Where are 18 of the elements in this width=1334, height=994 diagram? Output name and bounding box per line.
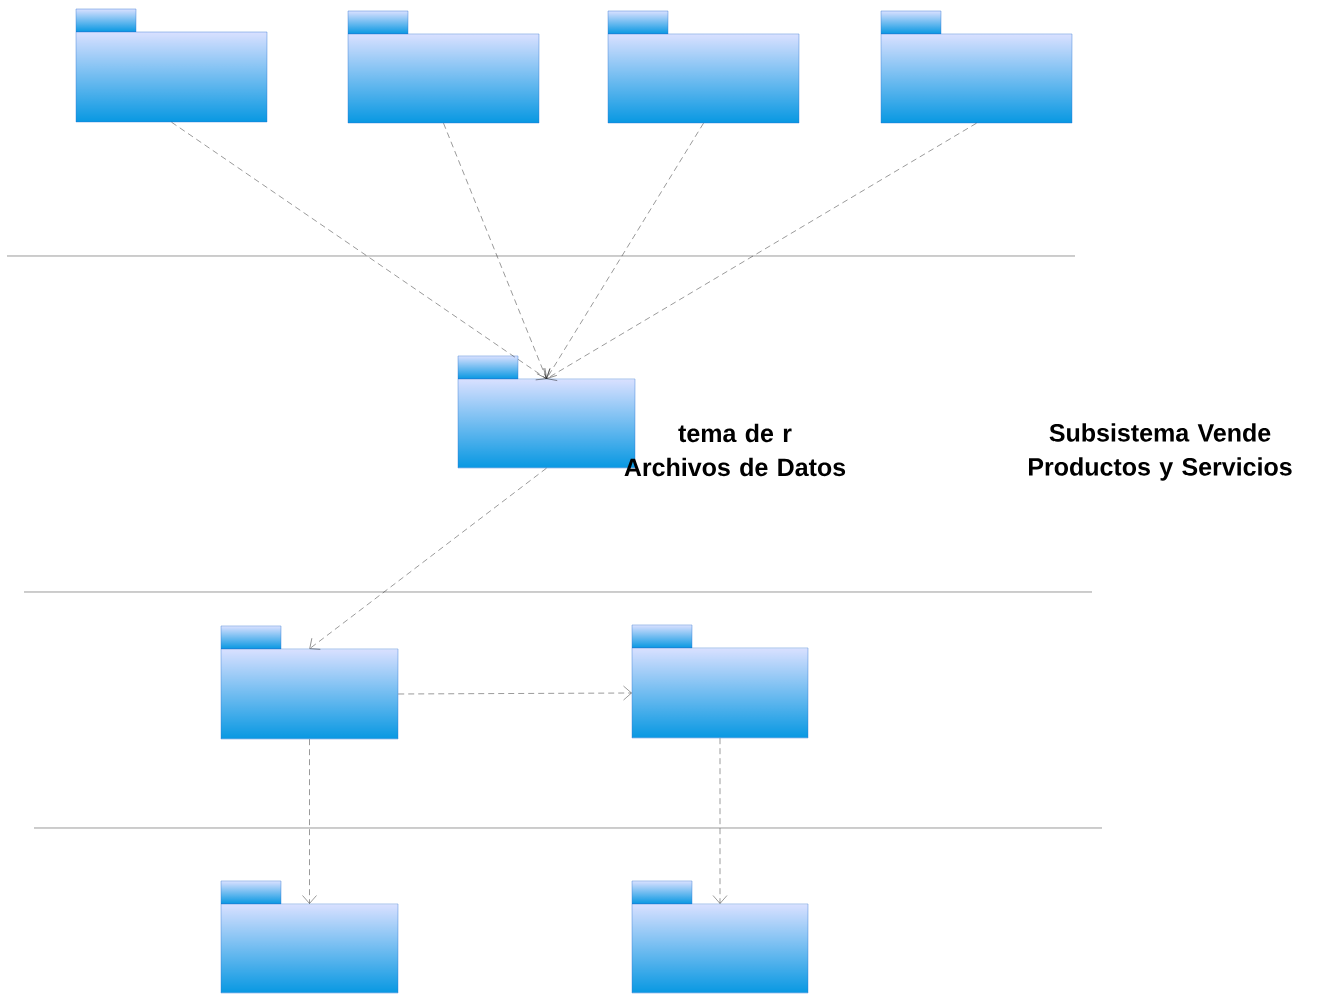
- subsystem-label: Subsistema Vende Productos y Servicios: [1029, 423, 1292, 481]
- dependency-arrow: [712, 738, 728, 904]
- dependency-arrow: [302, 739, 317, 904]
- package-folder: [631, 880, 809, 994]
- package-folder: [347, 10, 540, 124]
- dependency-arrow: [443, 123, 551, 379]
- dependency-arrow: [546, 123, 977, 381]
- subsystem-label: tema de r Archivos de Datos: [624, 423, 846, 477]
- package-folder: [220, 880, 399, 994]
- dependency-arrow: [171, 122, 547, 381]
- package-folder: [631, 624, 809, 739]
- package-folder: [607, 10, 800, 124]
- package-folder: [220, 625, 399, 740]
- package-folder: [880, 10, 1073, 124]
- dependency-arrow: [398, 685, 632, 701]
- dependency-arrow: [309, 468, 547, 650]
- dependency-arrow: [544, 123, 704, 379]
- package-folder: [75, 8, 268, 123]
